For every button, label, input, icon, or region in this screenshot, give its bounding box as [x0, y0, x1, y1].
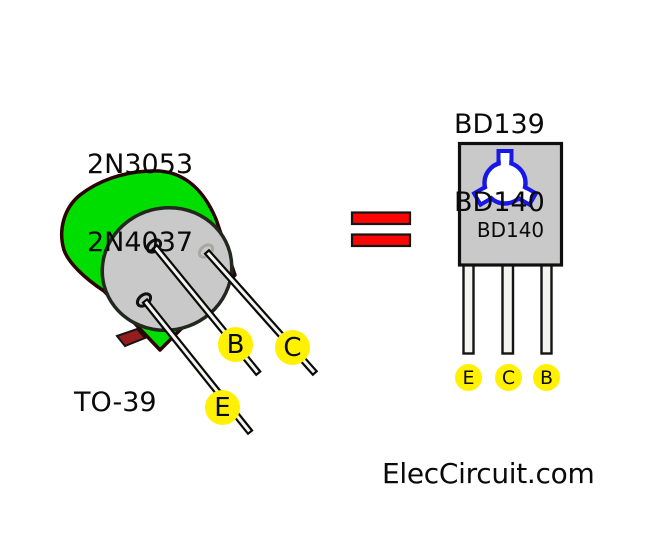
symbol-joint-left [481, 187, 494, 199]
pin-badge-collector-left: C [275, 330, 310, 365]
pin-badge-base-left-label: B [226, 329, 245, 360]
equals-bar-bottom [350, 233, 412, 248]
symbol-joint-right [516, 187, 529, 199]
lead-emitter-right [462, 260, 475, 355]
pin-badge-emitter-right-label: E [462, 366, 475, 389]
pin-badge-collector-right: C [495, 364, 522, 391]
equals-bar-top [350, 211, 412, 226]
bd140-package-illustration [457, 141, 564, 355]
pin-badge-emitter-left-label: E [214, 392, 231, 423]
pin-badge-base-right-label: B [539, 366, 554, 389]
right-part-number-1: BD139 [454, 109, 545, 140]
left-part-numbers: 2N3053 2N4037 [87, 100, 193, 308]
to39-transistor-illustration [60, 169, 319, 436]
left-part-number-2: 2N4037 [87, 227, 194, 258]
equals-icon [350, 211, 412, 248]
right-part-numbers: BD139 BD140 [454, 60, 545, 268]
symbol-joint-top [500, 158, 510, 167]
pin-badge-base-right: B [533, 364, 560, 391]
to39-outline-icon [471, 149, 539, 208]
left-part-number-1: 2N3053 [87, 149, 194, 180]
package-name-label: TO-39 [74, 387, 157, 418]
pin-badge-emitter-left: E [205, 390, 240, 425]
pin-badge-collector-left-label: C [283, 332, 302, 363]
can-index-tab [115, 327, 147, 348]
pin-badge-base-left: B [218, 327, 253, 362]
lead-collector-right [501, 260, 515, 355]
pin-badge-collector-right-label: C [501, 366, 516, 389]
pin-badge-emitter-right: E [455, 364, 482, 391]
watermark-text: ElecCircuit.com [382, 457, 595, 490]
package-marking-label: BD140 [476, 218, 545, 242]
right-part-number-2: BD140 [454, 187, 545, 218]
lead-base-right [540, 260, 553, 355]
